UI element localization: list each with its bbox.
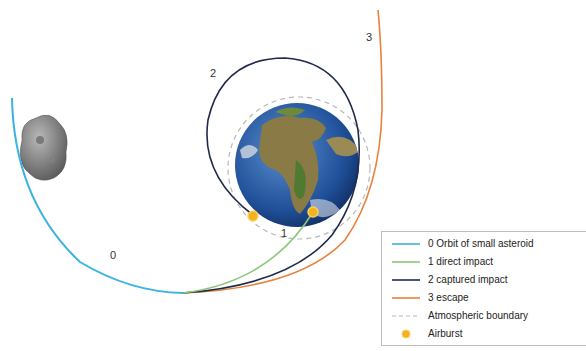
legend-row: Airburst xyxy=(382,326,586,342)
legend-sample xyxy=(390,308,422,324)
legend-row: 1 direct impact xyxy=(382,254,586,270)
legend-sample xyxy=(390,290,422,306)
legend-sample-shape xyxy=(392,315,420,316)
callout-number: 3 xyxy=(366,32,372,43)
legend-text: 0 Orbit of small asteroid xyxy=(428,238,534,250)
legend-sample-shape xyxy=(402,330,410,338)
legend-sample xyxy=(390,236,422,252)
legend-text: 1 direct impact xyxy=(428,256,493,268)
legend-row: 2 captured impact xyxy=(382,272,586,288)
legend-sample-shape xyxy=(392,279,420,281)
legend-box: 0 Orbit of small asteroid 1 direct impact… xyxy=(381,231,586,346)
legend-sample xyxy=(390,254,422,270)
airburst xyxy=(308,207,318,217)
legend-sample-shape xyxy=(392,261,420,263)
earth xyxy=(235,103,359,227)
atmospheric-boundary xyxy=(228,97,370,239)
legend-sample xyxy=(390,326,422,342)
callout-number: 1 xyxy=(281,228,287,239)
crater xyxy=(36,136,44,144)
legend-row: Atmospheric boundary xyxy=(382,308,586,324)
impact-trajectory xyxy=(183,212,313,293)
crater xyxy=(49,157,55,163)
legend-text: Airburst xyxy=(428,328,462,340)
asteroid xyxy=(20,115,67,180)
airburst xyxy=(248,211,258,221)
captured-trajectory xyxy=(183,58,359,293)
continents xyxy=(240,107,360,217)
legend-text: Atmospheric boundary xyxy=(428,310,528,322)
legend-text: 2 captured impact xyxy=(428,274,508,286)
escape-trajectory xyxy=(183,10,382,293)
legend-row: 0 Orbit of small asteroid xyxy=(382,236,586,252)
callout-number: 0 xyxy=(110,250,116,261)
legend-sample-shape xyxy=(392,243,420,245)
legend-sample-shape xyxy=(392,297,420,299)
asteroid-orbit xyxy=(12,98,183,293)
legend-text: 3 escape xyxy=(428,292,469,304)
legend-row: 3 escape xyxy=(382,290,586,306)
legend-sample xyxy=(390,272,422,288)
callout-number: 2 xyxy=(210,68,216,79)
